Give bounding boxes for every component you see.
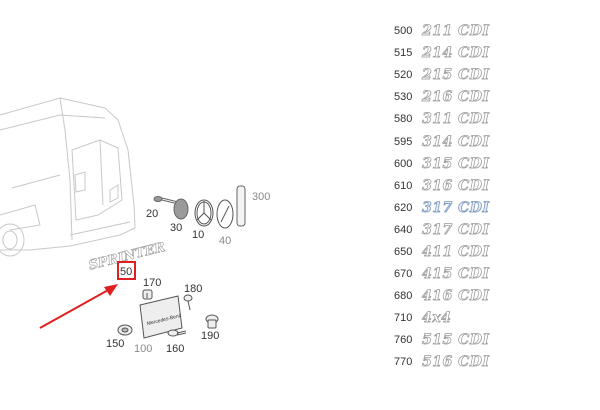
- badge-part-number: 580: [394, 113, 413, 126]
- callout-170: 170: [143, 277, 161, 289]
- screw-part-20: [153, 196, 179, 205]
- badge-row: 670 415 CDI: [394, 263, 594, 285]
- badge-row: 500 211 CDI: [394, 20, 594, 42]
- screw-part-160: [167, 329, 187, 337]
- badge-row: 595 314 CDI: [394, 130, 594, 152]
- callout-30: 30: [170, 222, 182, 234]
- badge-model-text: 315 CDI: [422, 155, 490, 172]
- washer-part-150: [117, 324, 133, 336]
- callout-300: 300: [252, 191, 270, 203]
- callout-150: 150: [106, 338, 124, 350]
- badge-model-text: 311 CDI: [422, 111, 490, 128]
- van-outline: [0, 97, 136, 257]
- cap-part-30: [173, 198, 189, 220]
- callout-100: 100: [134, 343, 152, 355]
- callout-180: 180: [184, 283, 202, 295]
- badge-model-text: 214 CDI: [422, 45, 490, 62]
- badge-model-text: 215 CDI: [422, 67, 490, 84]
- callout-10: 10: [192, 229, 204, 241]
- plate-holder-part-100: Mercedes-Benz: [139, 295, 183, 339]
- model-badge-list: 500 211 CDI 515 214 CDI 520 215 CDI 530 216 …: [394, 20, 594, 374]
- badge-row: 760 515 CDI: [394, 329, 594, 351]
- badge-part-number: 770: [394, 356, 413, 369]
- badge-part-number: 610: [394, 179, 413, 192]
- badge-row: 640 317 CDI: [394, 219, 594, 241]
- badge-model-text: 4x4: [422, 310, 452, 327]
- clip-part-170: [142, 289, 153, 300]
- badge-row: 520 215 CDI: [394, 64, 594, 86]
- badge-model-text: 415 CDI: [422, 266, 490, 283]
- badge-model-text-blue: 317 CDI: [422, 199, 490, 216]
- badge-model-text: 316 CDI: [422, 177, 490, 194]
- screw-part-180: [183, 294, 193, 311]
- badge-model-text: 416 CDI: [422, 288, 490, 305]
- badge-row: 610 316 CDI: [394, 175, 594, 197]
- callout-50: 50: [120, 266, 132, 278]
- badge-part-number: 515: [394, 47, 413, 60]
- badge-part-number: 520: [394, 69, 413, 82]
- badge-model-text: 411 CDI: [422, 243, 490, 261]
- red-arrow: [39, 284, 118, 329]
- badge-model-text: 314 CDI: [422, 133, 490, 150]
- badge-part-number: 710: [394, 312, 413, 325]
- star-emblem-part-10: [194, 199, 214, 227]
- badge-part-number: 670: [394, 268, 413, 281]
- badge-model-text: 515 CDI: [422, 332, 490, 349]
- badge-row: 680 416 CDI: [394, 285, 594, 307]
- badge-part-number: 595: [394, 135, 413, 148]
- bolt-part-190: [205, 314, 219, 329]
- badge-row: 770 516 CDI: [394, 351, 594, 373]
- badge-part-number: 500: [394, 25, 413, 38]
- callout-40: 40: [219, 235, 231, 247]
- badge-part-number: 530: [394, 91, 413, 104]
- callout-20: 20: [146, 208, 158, 220]
- badge-model-text: 216 CDI: [422, 89, 490, 106]
- badge-part-number: 600: [394, 157, 413, 170]
- badge-part-number: 640: [394, 223, 413, 236]
- highlight-box: [117, 261, 136, 280]
- badge-model-text: 317 CDI: [422, 221, 490, 239]
- badge-part-number: 680: [394, 290, 413, 303]
- callout-160: 160: [166, 343, 184, 355]
- badge-row: 620 317 CDI: [394, 197, 594, 219]
- badge-part-number: 760: [394, 334, 413, 347]
- badge-row: 580 311 CDI: [394, 108, 594, 130]
- badge-row: 530 216 CDI: [394, 86, 594, 108]
- badge-part-number: 650: [394, 245, 413, 258]
- parts-diagram: SPRINTER Mercedes-Benz: [0, 97, 270, 355]
- callout-190: 190: [201, 330, 219, 342]
- badge-model-text: 211 CDI: [422, 23, 490, 40]
- oval-emblem-part-40: [216, 199, 234, 229]
- badge-part-number: 620: [394, 201, 413, 214]
- badge-row: 515 214 CDI: [394, 42, 594, 64]
- strip-part-300: [236, 185, 246, 227]
- badge-row: 600 315 CDI: [394, 153, 594, 175]
- badge-row: 650 411 CDI: [394, 241, 594, 263]
- badge-model-text: 516 CDI: [422, 354, 490, 371]
- badge-row: 710 4x4: [394, 307, 594, 329]
